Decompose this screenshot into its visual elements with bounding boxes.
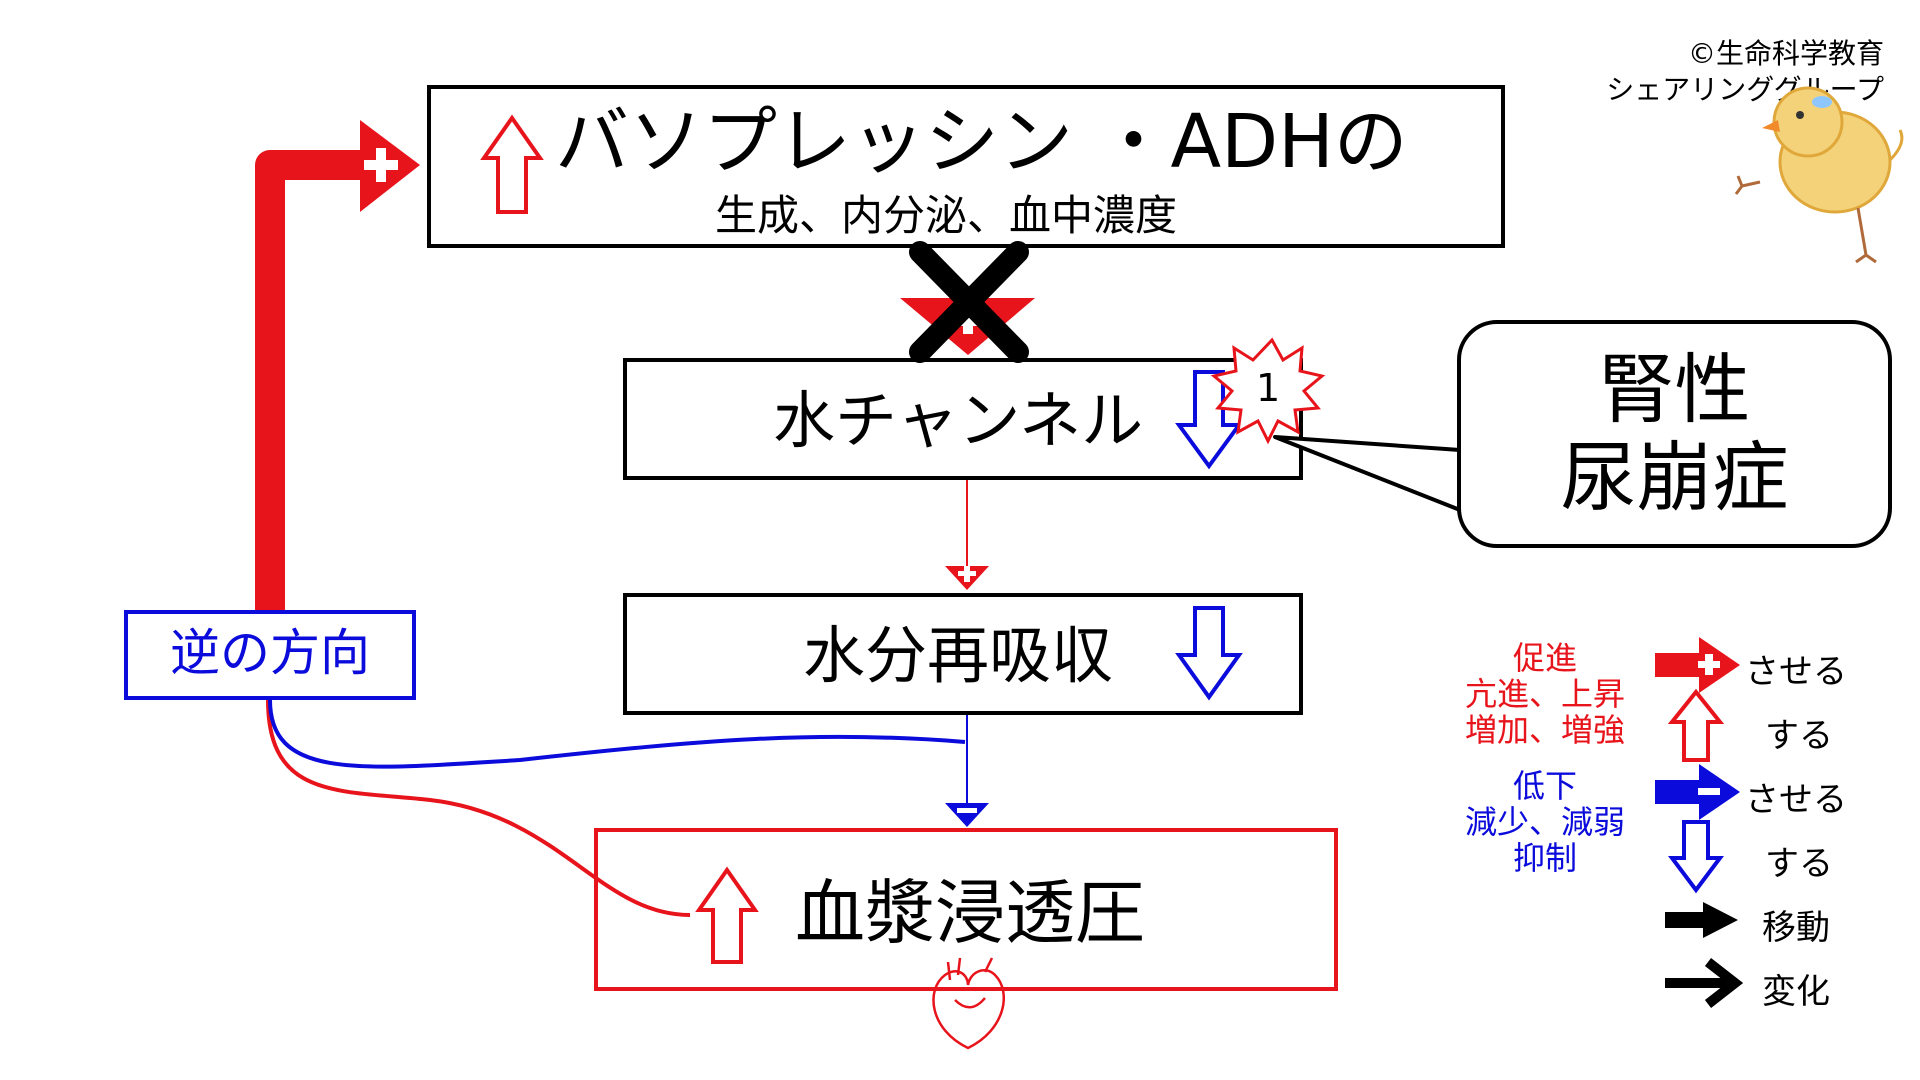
adh-box bbox=[427, 85, 1505, 248]
starburst-badge-icon bbox=[1210, 337, 1326, 445]
legend-promote-line2: 亢進、上昇 bbox=[1464, 675, 1625, 713]
chick-icon bbox=[1734, 86, 1904, 264]
osmotic-label: 血漿浸透圧 bbox=[795, 872, 1145, 954]
bubble-line2: 尿崩症 bbox=[1560, 433, 1789, 522]
plus-icon bbox=[364, 148, 398, 182]
channel-to-reabsorption-arrow bbox=[945, 480, 989, 590]
water-channel-label: 水チャンネル bbox=[773, 384, 1144, 457]
adh-up-arrow-icon bbox=[480, 114, 544, 214]
reabsorption-down-arrow-icon bbox=[1175, 606, 1243, 701]
legend-graphics bbox=[1655, 637, 1744, 1008]
reverse-red-curve bbox=[266, 699, 691, 917]
legend-promote-line3: 増加、増強 bbox=[1464, 711, 1625, 749]
heart-icon bbox=[932, 957, 1005, 1050]
legend-move: 移動 bbox=[1762, 908, 1830, 948]
bubble-line1: 腎性 bbox=[1598, 345, 1751, 434]
feedback-promote-arrow bbox=[255, 120, 420, 620]
adh-subtitle: 生成、内分泌、血中濃度 bbox=[715, 191, 1178, 240]
osmotic-up-arrow-icon bbox=[695, 866, 759, 964]
copyright: ©生命科学教育 シェアリンググループ bbox=[1606, 36, 1884, 108]
reverse-direction-box bbox=[124, 610, 416, 700]
legend-decrease-line2: 減少、減弱 bbox=[1464, 803, 1625, 841]
bubble-tail bbox=[1273, 435, 1462, 512]
speech-bubble-text: 腎性 尿崩症 bbox=[1457, 320, 1892, 548]
adh-title: バソプレッシン ・ADHの bbox=[555, 99, 1408, 185]
water-channel-box bbox=[623, 358, 1303, 480]
reabsorption-label: 水分再吸収 bbox=[803, 619, 1114, 692]
legend-decrease-do: する bbox=[1765, 844, 1833, 884]
copyright-line2: シェアリンググループ bbox=[1606, 73, 1884, 106]
reabsorption-to-osmotic-arrow bbox=[945, 715, 989, 827]
copyright-line1: ©生命科学教育 bbox=[1687, 37, 1884, 70]
legend-promote-line1: 促進 bbox=[1512, 639, 1577, 677]
starburst-badge-number: 1 bbox=[1256, 366, 1281, 410]
legend-decrease-label: 低下 減少、減弱 抑制 bbox=[1440, 768, 1650, 876]
reverse-blue-curve bbox=[268, 699, 966, 769]
reverse-direction-label: 逆の方向 bbox=[170, 624, 370, 682]
legend-decrease-line1: 低下 bbox=[1512, 767, 1577, 805]
blocked-arrow bbox=[900, 241, 1035, 363]
legend-change: 変化 bbox=[1762, 972, 1830, 1012]
legend-promote-label: 促進 亢進、上昇 増加、増強 bbox=[1440, 640, 1650, 748]
x-mark-icon bbox=[909, 241, 1029, 363]
legend-promote-do: する bbox=[1765, 716, 1833, 756]
speech-bubble bbox=[1457, 320, 1892, 548]
legend-decrease-line3: 抑制 bbox=[1512, 839, 1577, 877]
legend-decrease-make-do: させる bbox=[1745, 780, 1847, 820]
legend-promote-make-do: させる bbox=[1745, 652, 1847, 692]
